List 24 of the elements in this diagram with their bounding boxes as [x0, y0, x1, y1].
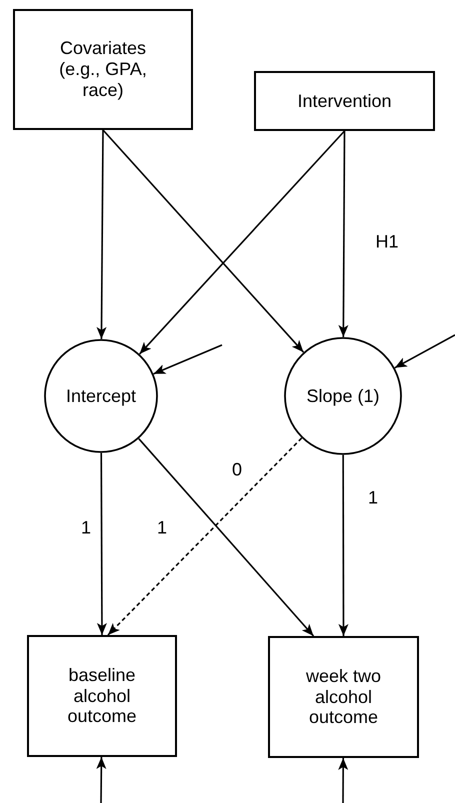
node-text: Intercept: [64, 386, 138, 406]
node-text: baseline alcohol outcome: [66, 664, 138, 728]
arrow: [153, 344, 222, 375]
latent-factor-circle: [284, 337, 402, 455]
variable-box: [27, 635, 177, 757]
arrow: [338, 131, 348, 337]
variable-box: [13, 9, 193, 130]
dashed-arrow: [107, 438, 302, 636]
node-text: Slope (1): [305, 386, 381, 406]
arrow: [96, 130, 107, 339]
arrow: [96, 757, 106, 803]
arrow: [338, 758, 348, 803]
arrow: [338, 455, 348, 636]
variable-box: [254, 71, 435, 131]
arrow: [138, 438, 314, 637]
node-text: week two alcohol outcome: [304, 666, 382, 728]
arrow: [96, 453, 107, 635]
node-text: Covariates (e.g., GPA, race): [58, 38, 148, 101]
arrow: [102, 129, 304, 353]
variable-box: [268, 636, 419, 758]
arrow: [394, 334, 455, 368]
node-text: Intervention: [296, 90, 393, 112]
latent-factor-circle: [44, 339, 158, 453]
arrow: [138, 130, 346, 355]
